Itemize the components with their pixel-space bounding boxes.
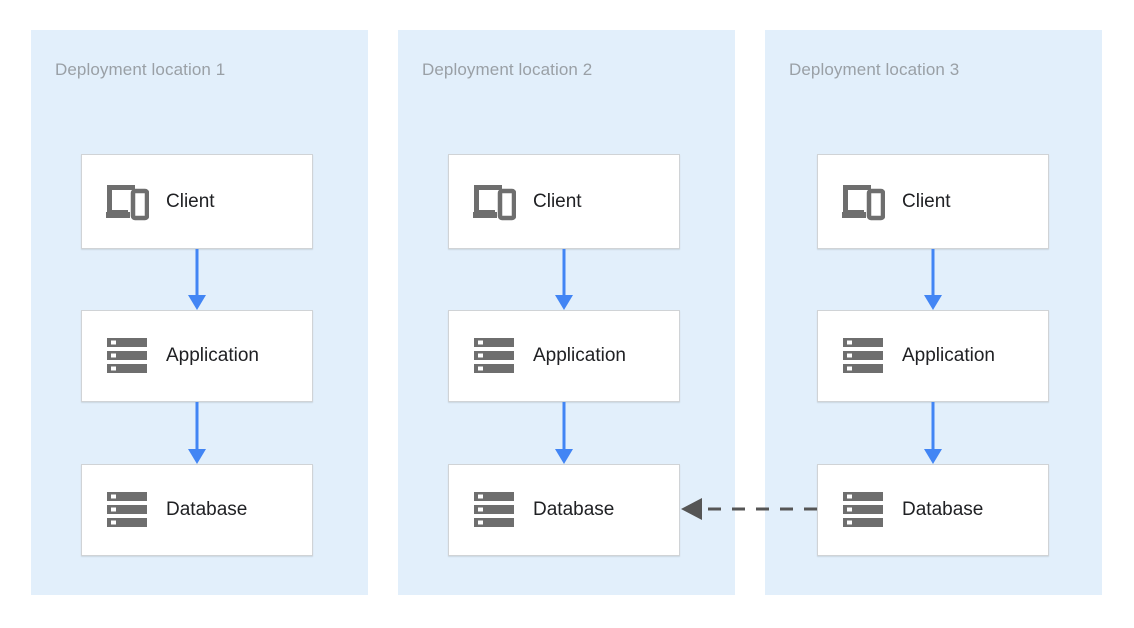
- devices-icon: [104, 181, 150, 223]
- node-label-client-1: Client: [166, 190, 215, 212]
- node-label-client-3: Client: [902, 190, 951, 212]
- server-icon: [471, 335, 517, 377]
- devices-icon: [840, 181, 886, 223]
- node-database-2[interactable]: Database: [448, 464, 680, 556]
- node-label-application-2: Application: [533, 345, 626, 366]
- server-icon: [840, 335, 886, 377]
- node-application-3[interactable]: Application: [817, 310, 1049, 402]
- node-client-3[interactable]: Client: [817, 154, 1049, 249]
- node-database-1[interactable]: Database: [81, 464, 313, 556]
- server-icon: [471, 489, 517, 531]
- node-database-3[interactable]: Database: [817, 464, 1049, 556]
- node-client-1[interactable]: Client: [81, 154, 313, 249]
- devices-icon: [471, 181, 517, 223]
- panel-title-3: Deployment location 3: [789, 60, 960, 79]
- node-client-2[interactable]: Client: [448, 154, 680, 249]
- server-icon: [104, 335, 150, 377]
- node-label-application-3: Application: [902, 345, 995, 366]
- node-application-2[interactable]: Application: [448, 310, 680, 402]
- panel-title-1: Deployment location 1: [55, 60, 226, 79]
- node-label-database-2: Database: [533, 499, 615, 520]
- server-icon: [104, 489, 150, 531]
- node-application-1[interactable]: Application: [81, 310, 313, 402]
- server-icon: [840, 489, 886, 531]
- node-label-database-3: Database: [902, 499, 984, 520]
- node-label-database-1: Database: [166, 499, 248, 520]
- node-label-client-2: Client: [533, 190, 582, 212]
- node-label-application-1: Application: [166, 345, 259, 366]
- panel-title-2: Deployment location 2: [422, 60, 593, 79]
